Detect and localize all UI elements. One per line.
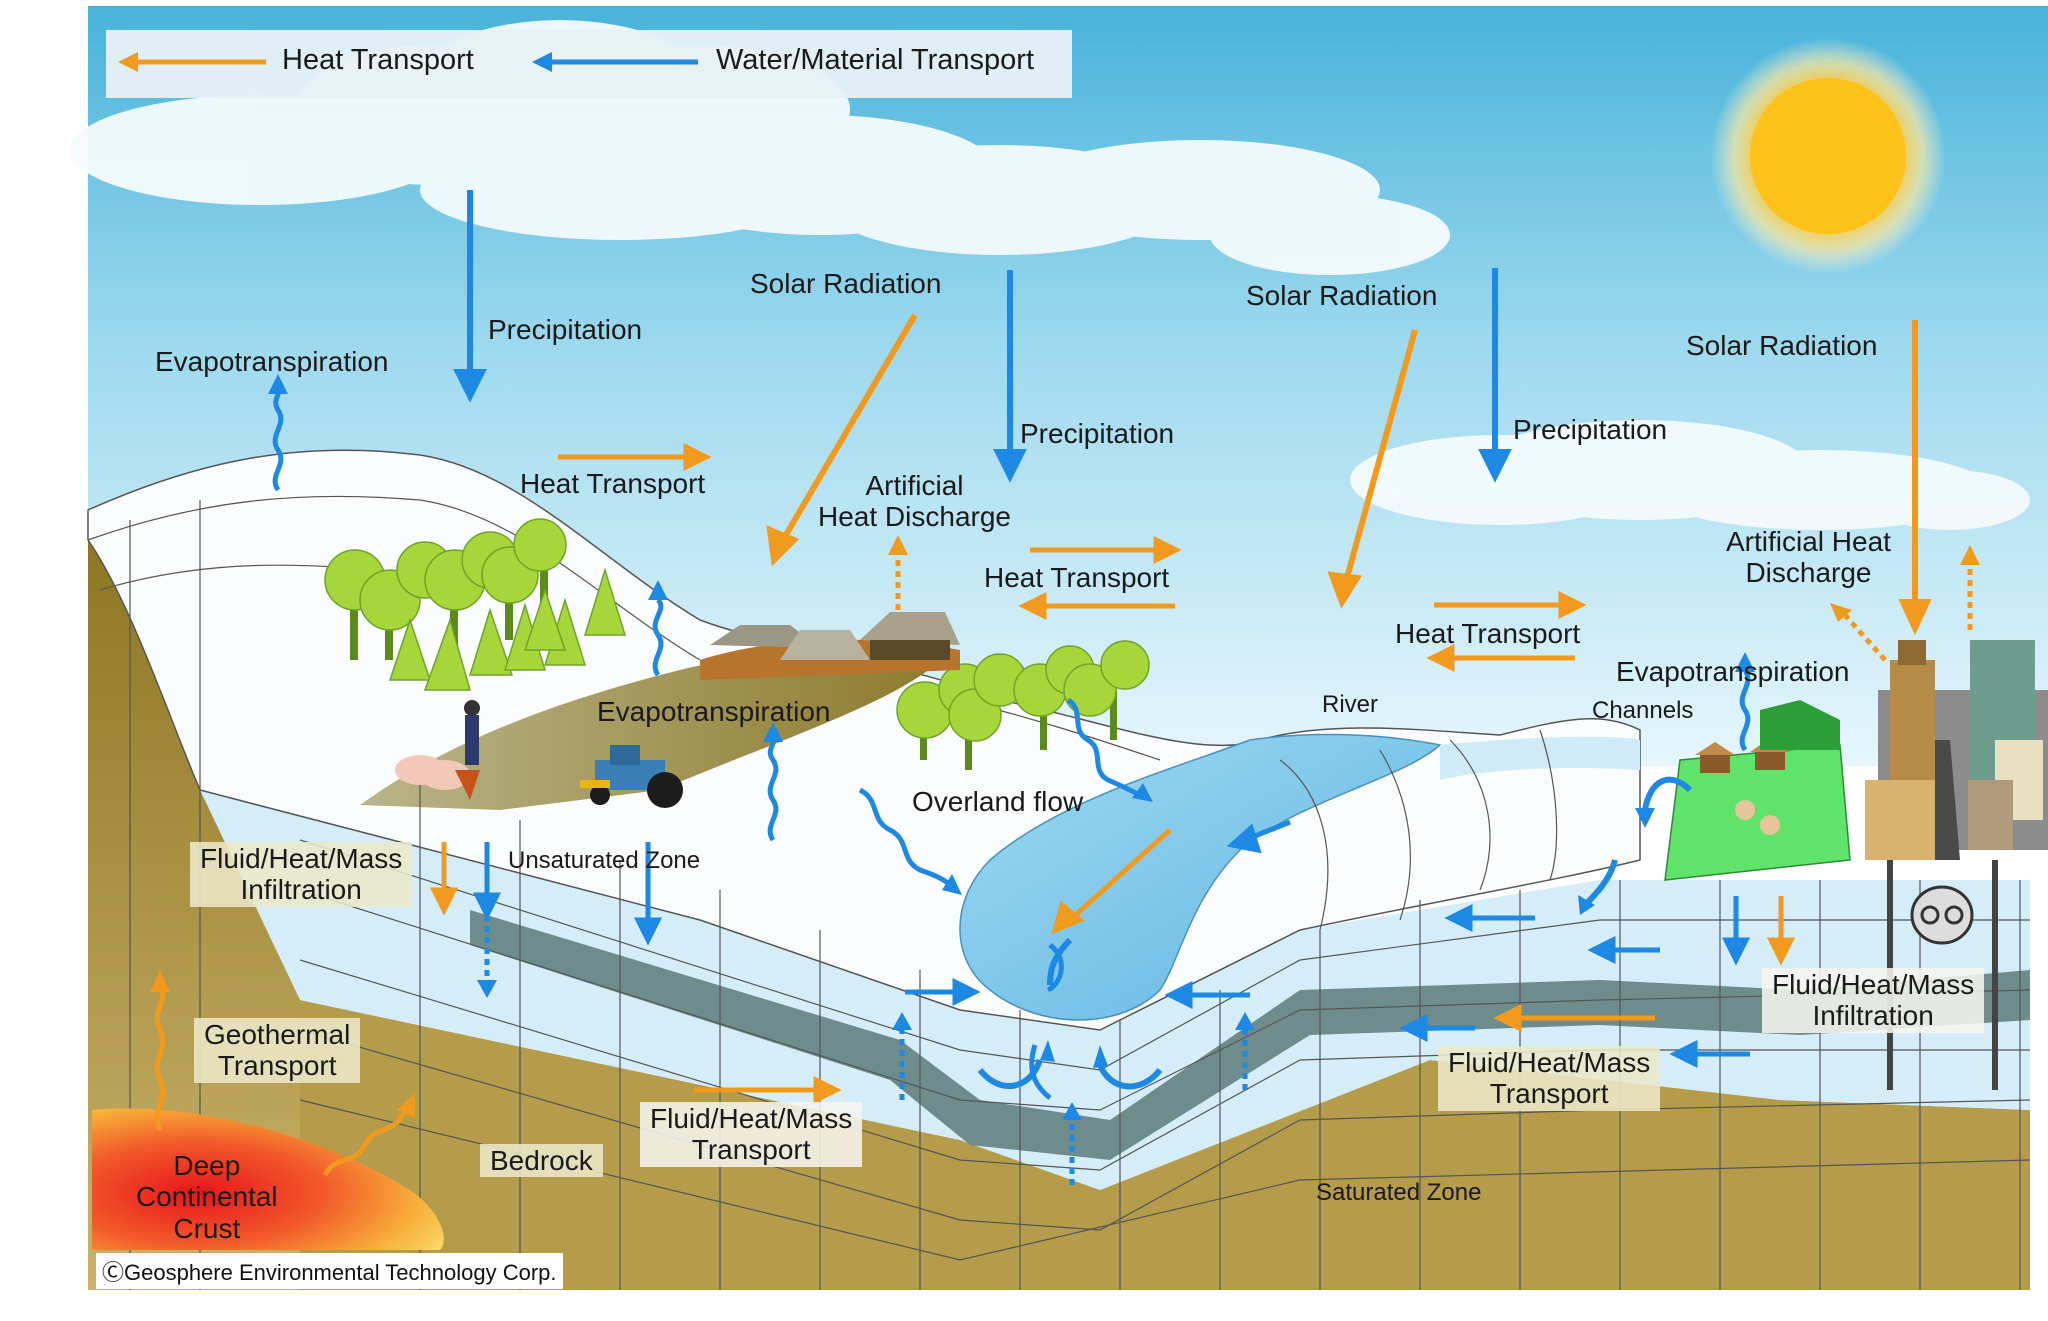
precipitation-label-2: Precipitation [1020,418,1175,449]
geothermal-transport-label: Geothermal Transport [194,1018,361,1083]
artificial-heat-1-line2: Heat Discharge [818,501,1011,533]
crust-line1: Deep [173,1150,241,1181]
solar-radiation-label-1: Solar Radiation [750,268,942,299]
legend: Heat Transport Water/Material Transport [106,30,1072,98]
artificial-heat-label-2: Artificial Heat Discharge [1726,526,1891,589]
dotted-upward-arrows [484,915,1248,1185]
artificial-heat-label-1: Artificial Heat Discharge [818,470,1011,533]
artificial-heat-1-line1: Artificial [865,470,964,501]
precipitation-label-3: Precipitation [1513,414,1668,445]
deep-continental-crust-label: Deep Continental Crust [136,1150,278,1244]
evapotranspiration-label-2: Evapotranspiration [597,696,831,727]
copyright-credit: ⒸGeosphere Environmental Technology Corp… [96,1253,563,1289]
city [1865,640,2048,1090]
infiltration-arrows [429,842,1796,966]
precipitation-label-1: Precipitation [488,314,643,345]
heat-transport-label-2: Heat Transport [984,562,1170,593]
river [959,733,1442,1021]
artificial-heat-2-line2: Discharge [1745,557,1872,589]
heat-transport-arrows [558,442,1655,1105]
infiltration-label-right: Fluid/Heat/Mass Infiltration [1762,968,1985,1033]
solar-radiation-label-2: Solar Radiation [1246,280,1438,311]
saturated-zone-label: Saturated Zone [1316,1179,1482,1206]
artificial-heat-arrows [895,555,1973,662]
precipitation-arrows [453,190,1512,483]
infiltration-right-line2: Infiltration [1812,1000,1934,1032]
infiltration-label-left: Fluid/Heat/Mass Infiltration [190,842,413,907]
river-label: River [1322,691,1379,718]
channels-label: Channels [1592,697,1694,724]
paddy-houses [1695,700,1840,835]
geothermal-line2: Transport [217,1050,337,1082]
tractor [580,745,683,808]
legend-arrows [118,52,698,72]
overland-flow-label: Overland flow [912,786,1084,817]
bedrock-label: Bedrock [480,1144,603,1178]
evapotranspiration-label-3: Evapotranspiration [1616,656,1850,687]
evapotranspiration-arrows [272,390,1751,887]
unsaturated-zone-label: Unsaturated Zone [508,847,701,874]
evapotranspiration-label-1: Evapotranspiration [155,346,389,377]
geothermal-line1: Geothermal [204,1019,351,1050]
geothermal-arrows [154,988,408,1177]
transport-middle-line1: Fluid/Heat/Mass [650,1103,853,1134]
forest [324,518,1150,770]
solar-radiation-label-3: Solar Radiation [1686,330,1878,361]
saturated-soil [300,1000,2030,1290]
crust-line3: Crust [173,1212,241,1244]
solar-radiation-arrows [766,313,1932,636]
transport-label-right: Fluid/Heat/Mass Transport [1438,1046,1661,1111]
legend-water-label: Water/Material Transport [716,44,1035,76]
transport-right-line1: Fluid/Heat/Mass [1448,1047,1651,1078]
transport-label-middle: Fluid/Heat/Mass Transport [640,1102,863,1167]
groundwater-layer [200,790,2030,1190]
farm-field [360,653,940,810]
farmer-and-pigs [395,700,480,800]
subsurface-flow-arrows [472,819,1751,1100]
crust-line2: Continental [136,1181,278,1213]
transport-right-line2: Transport [1489,1078,1609,1110]
infiltration-left-line1: Fluid/Heat/Mass [200,843,403,874]
heat-transport-label-1: Heat Transport [520,468,706,499]
deep-continental-crust [92,1108,444,1250]
heat-transport-label-3: Heat Transport [1395,618,1581,649]
infiltration-right-line1: Fluid/Heat/Mass [1772,969,1975,1000]
village [700,612,960,680]
transport-middle-line2: Transport [691,1134,811,1166]
infiltration-left-line2: Infiltration [240,874,362,906]
legend-heat-label: Heat Transport [282,44,474,76]
artificial-heat-2-line1: Artificial Heat [1726,526,1891,557]
